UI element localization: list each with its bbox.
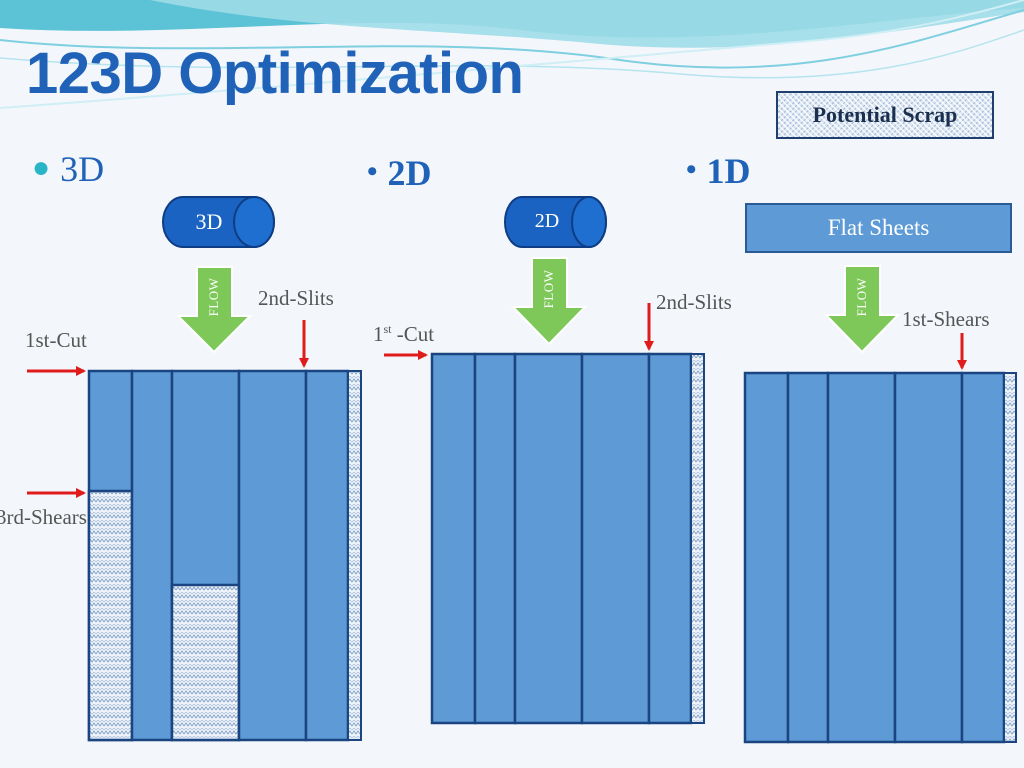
flow-label-1d: FLOW — [854, 277, 869, 317]
heading-3d-text: 3D — [60, 149, 105, 189]
scrap-region — [87, 489, 134, 742]
flow-arrow-1d — [823, 265, 901, 354]
label-1st-cut-2d: 1st -Cut — [373, 322, 434, 347]
coil-3d-label: 3D — [195, 209, 223, 234]
flat-sheets-label: Flat Sheets — [827, 215, 930, 240]
flow-arrow-3d — [175, 266, 253, 354]
heading-1d: • 1D — [686, 150, 751, 192]
scrap-region — [690, 353, 705, 724]
header-waves — [0, 0, 1024, 109]
bullet-dot-icon: • — [367, 155, 378, 188]
flow-arrow-2d — [510, 257, 588, 346]
scrap-region — [170, 583, 241, 742]
cut-sup: st — [383, 322, 392, 336]
strip-set-3d — [87, 369, 362, 742]
strip-set-1d — [743, 371, 1017, 744]
label-2nd-slits-2d: 2nd-Slits — [656, 290, 732, 314]
cut-rest: -Cut — [391, 322, 435, 346]
cut-number: 1 — [373, 322, 384, 346]
label-1st-shears-1d: 1st-Shears — [902, 307, 990, 331]
bullet-dot-icon: ● — [32, 151, 51, 184]
bullet-dot-icon: • — [686, 153, 697, 186]
legend-label: Potential Scrap — [812, 102, 958, 127]
label-3rd-shears-3d-clip: 3rd-Shears — [0, 503, 88, 533]
coil-2d — [504, 196, 607, 248]
heading-2d-text: 2D — [387, 153, 432, 193]
coil-2d-label: 2D — [534, 210, 560, 232]
heading-3d: ● 3D — [32, 148, 104, 190]
slide-title: 123D Optimization — [26, 41, 524, 106]
scrap-region — [1003, 372, 1017, 743]
label-1st-cut-3d: 1st-Cut — [25, 328, 87, 352]
flow-label-2d: FLOW — [541, 269, 556, 309]
heading-1d-text: 1D — [706, 151, 751, 191]
scrap-region — [347, 370, 362, 741]
flow-label-3d: FLOW — [206, 277, 221, 317]
strip-set-2d — [430, 352, 705, 725]
heading-2d: • 2D — [367, 152, 432, 194]
flat-sheets-box: Flat Sheets — [745, 203, 1012, 253]
label-2nd-slits-3d: 2nd-Slits — [258, 286, 334, 310]
label-3rd-shears-3d: 3rd-Shears — [0, 505, 87, 529]
coil-3d — [162, 196, 275, 248]
legend-potential-scrap: Potential Scrap — [776, 91, 994, 139]
